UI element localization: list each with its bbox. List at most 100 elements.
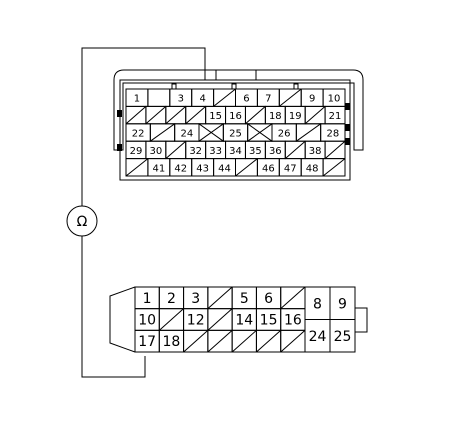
terminal-number: 1	[134, 94, 140, 105]
terminal-number: 3	[191, 291, 200, 307]
blank-terminal-slash	[125, 158, 149, 177]
upper-terminal-box	[322, 158, 346, 177]
terminal-number: 25	[334, 329, 352, 345]
terminal-number: 8	[313, 296, 322, 312]
upper-terminal: 26	[271, 123, 297, 142]
blank-terminal-slash	[145, 106, 167, 125]
blank-terminal-slash	[183, 329, 209, 353]
upper-terminal	[213, 88, 237, 107]
upper-terminal	[145, 105, 167, 125]
upper-terminal	[295, 123, 322, 142]
upper-terminal: 48	[300, 158, 324, 177]
terminal-number: 38	[309, 146, 322, 157]
lower-terminal: 12	[183, 308, 209, 331]
upper-terminal: 30	[145, 140, 167, 160]
blank-terminal-slash	[304, 106, 326, 125]
blank-terminal-slash	[278, 88, 302, 107]
upper-terminal: 44	[213, 158, 237, 177]
ohm-symbol: Ω	[77, 214, 88, 230]
lower-terminal: 17	[134, 329, 160, 353]
terminal-number: 12	[187, 313, 205, 329]
upper-terminal	[125, 158, 149, 177]
terminal-number: 33	[209, 146, 222, 157]
upper-terminal	[125, 105, 147, 125]
blank-terminal-slash	[165, 106, 187, 125]
upper-lock-tab-right-2	[345, 124, 350, 131]
blank-terminal-slash	[324, 140, 346, 159]
blank-terminal-slash	[207, 308, 233, 331]
blocked-terminal-cross	[198, 123, 224, 142]
upper-terminal: 15	[205, 105, 227, 125]
terminal-number: 30	[149, 146, 162, 157]
terminal-number: 48	[306, 163, 319, 174]
blank-terminal-slash	[207, 329, 233, 353]
upper-terminal	[149, 123, 176, 142]
lower-side-terminal: 8	[304, 286, 331, 320]
blank-terminal-slash	[165, 140, 187, 159]
upper-terminal	[322, 158, 346, 177]
lower-terminal	[280, 286, 306, 310]
upper-contact-marker	[231, 83, 237, 90]
upper-terminal	[278, 88, 302, 107]
upper-terminal: 47	[278, 158, 302, 177]
lower-connector-tab	[354, 307, 368, 333]
terminal-number: 17	[138, 334, 156, 350]
lower-terminal: 18	[158, 329, 185, 353]
upper-terminal: 6	[235, 88, 258, 107]
blank-terminal-slash	[245, 106, 266, 125]
terminal-number: 10	[138, 313, 156, 329]
lower-terminal: 15	[255, 308, 282, 331]
upper-terminal: 3	[169, 88, 193, 107]
terminal-number: 41	[152, 163, 165, 174]
upper-lock-tab-right-3	[345, 138, 350, 145]
upper-terminal: 33	[205, 140, 227, 160]
blocked-terminal-cross	[247, 123, 273, 142]
terminal-number: 46	[262, 163, 275, 174]
blank-terminal-slash	[280, 286, 306, 310]
upper-terminal: 35	[244, 140, 266, 160]
lower-terminal	[231, 329, 257, 353]
upper-terminal: 38	[304, 140, 326, 160]
upper-contact-marker	[293, 83, 299, 90]
upper-terminal: 19	[284, 105, 306, 125]
upper-terminal	[165, 140, 187, 160]
upper-lock-tab-left-1	[117, 110, 122, 117]
upper-terminal: 29	[125, 140, 147, 160]
lower-side-terminal: 24	[304, 319, 331, 353]
upper-terminal: 4	[191, 88, 215, 107]
terminal-number: 10	[328, 94, 341, 105]
upper-terminal: 18	[264, 105, 286, 125]
lower-terminal	[158, 308, 185, 331]
upper-connector-latch	[215, 69, 257, 81]
terminal-number: 14	[235, 313, 253, 329]
lower-terminal: 16	[280, 308, 306, 331]
terminal-number: 15	[260, 313, 278, 329]
lower-connector-wedge	[109, 286, 136, 353]
upper-terminal: 21	[324, 105, 346, 125]
blank-terminal-slash	[235, 158, 258, 177]
upper-terminal: 10	[322, 88, 346, 107]
terminal-number: 16	[284, 313, 302, 329]
terminal-number: 2	[167, 291, 176, 307]
blank-terminal-slash	[207, 286, 233, 310]
terminal-number: 9	[338, 296, 347, 312]
terminal-number: 6	[243, 94, 249, 105]
upper-lock-tab-left-2	[117, 144, 122, 151]
ohmmeter-circle	[66, 205, 98, 237]
blank-terminal-slash	[284, 140, 306, 159]
upper-terminal: 16	[225, 105, 246, 125]
terminal-number: 7	[265, 94, 271, 105]
upper-terminal	[235, 158, 258, 177]
lower-terminal: 1	[134, 286, 160, 310]
lower-terminal: 14	[231, 308, 257, 331]
lower-side-terminal: 25	[329, 319, 356, 353]
upper-connector-outer-shell	[113, 69, 364, 151]
terminal-number: 34	[229, 146, 242, 157]
upper-terminal: 9	[300, 88, 324, 107]
upper-terminal: 46	[256, 158, 280, 177]
upper-terminal: 1	[125, 88, 149, 107]
